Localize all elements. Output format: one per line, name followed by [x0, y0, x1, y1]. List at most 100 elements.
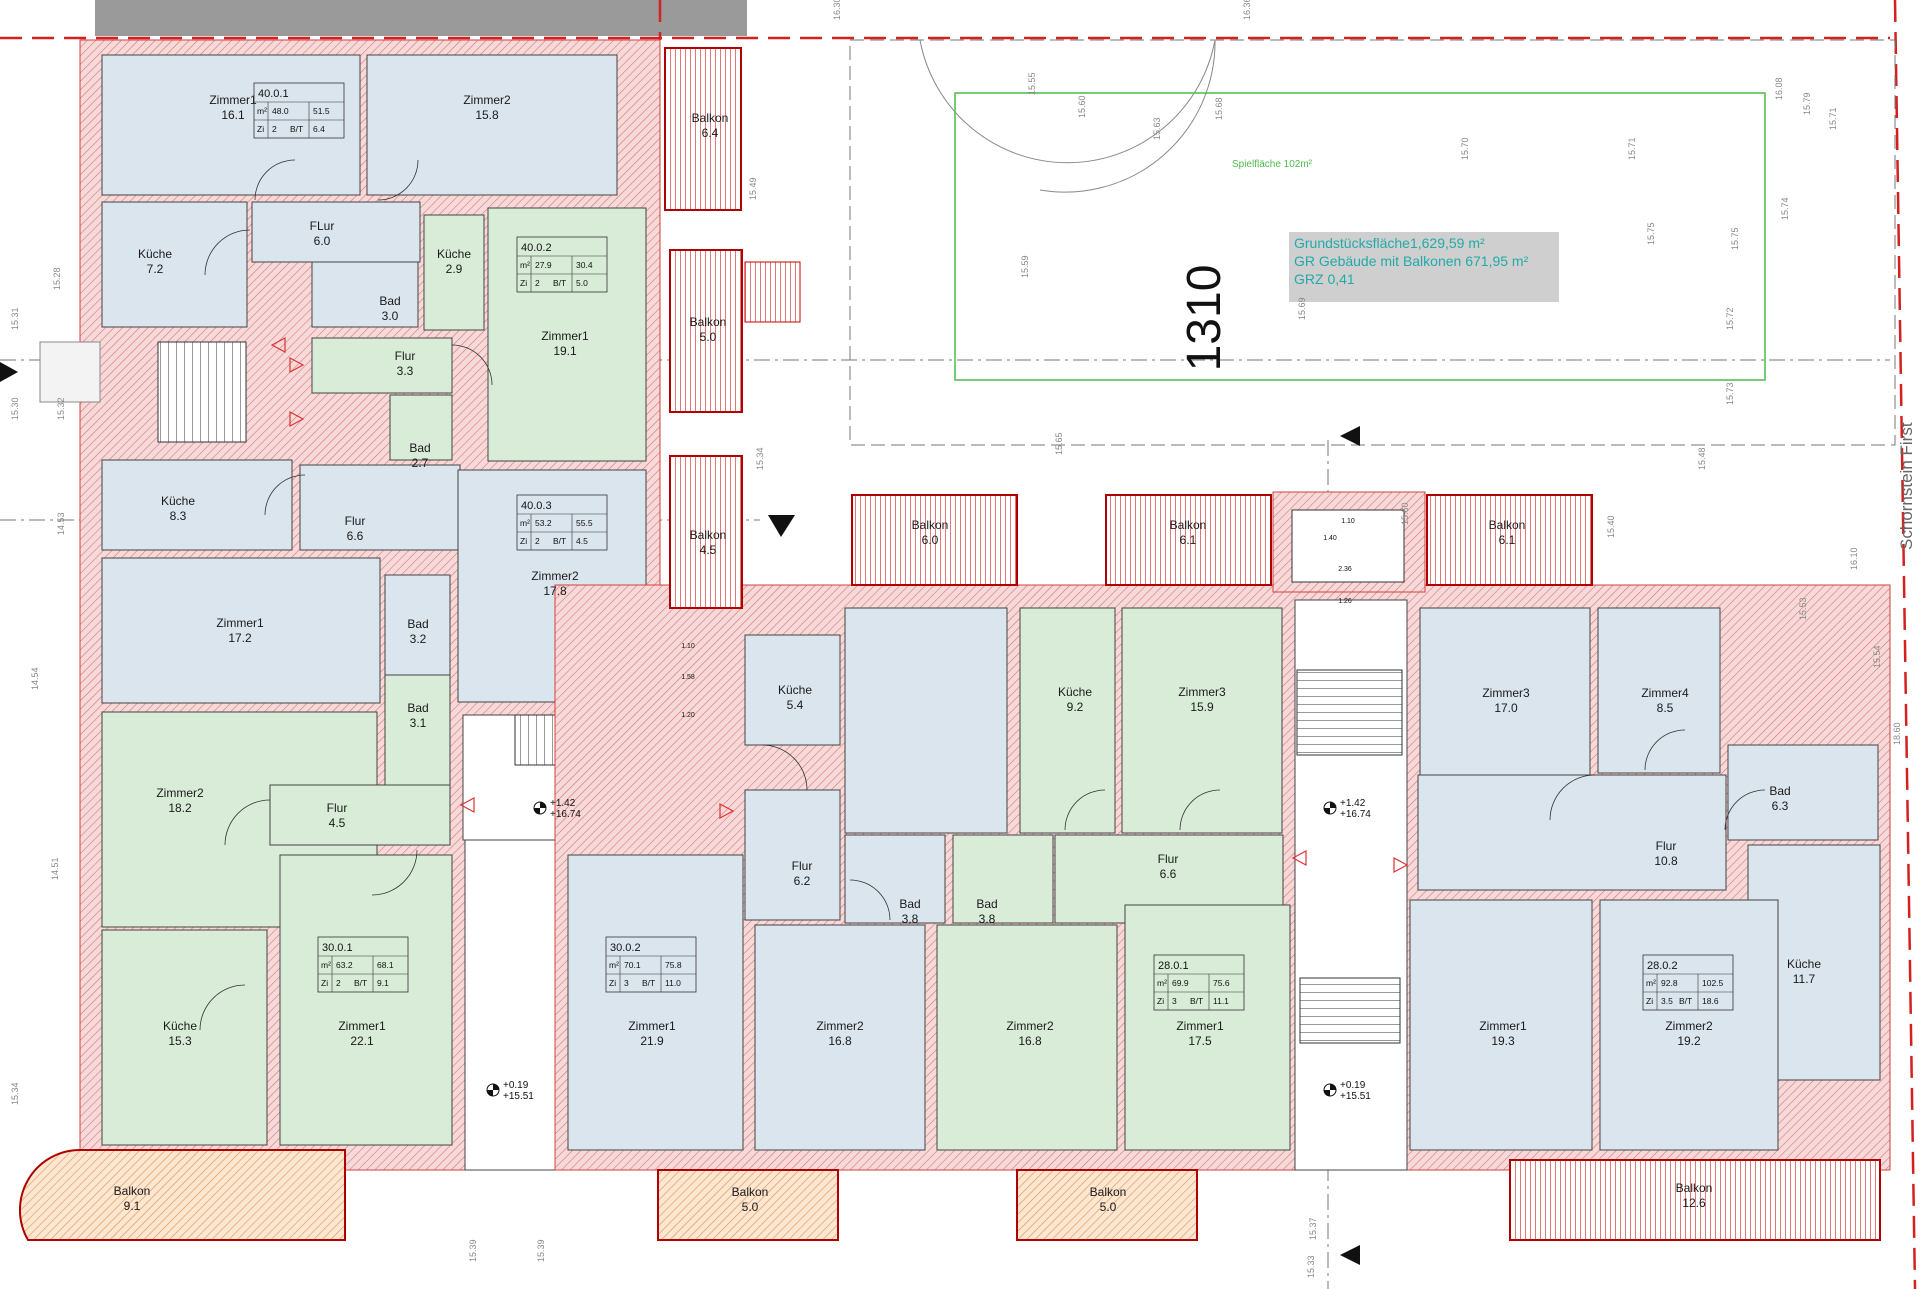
room-label-name: Flur	[1656, 839, 1677, 853]
spot-elevation: 18.60	[1892, 722, 1902, 745]
room-bad-b	[389, 394, 453, 461]
room-label-name: Flur	[345, 514, 366, 528]
balcony-label-area: 4.5	[700, 543, 717, 557]
unit-zi: 3.5	[1661, 996, 1673, 1006]
unit-m2-label: m²	[321, 960, 331, 970]
balcony-label-area: 9.1	[124, 1199, 141, 1213]
room-label-name: Zimmer2	[816, 1019, 864, 1033]
unit-m2-label: m²	[609, 960, 619, 970]
room-label-area: 17.0	[1494, 701, 1518, 715]
balcony-label-area: 5.0	[700, 330, 717, 344]
spot-elevation: 15.49	[748, 177, 758, 200]
spot-elevation: 15.34	[755, 447, 765, 470]
room-label-area: 17.2	[228, 631, 252, 645]
room-bad-g	[1727, 744, 1879, 841]
balcony-label-name: Balkon	[912, 518, 949, 532]
balcony-label-name: Balkon	[1090, 1185, 1127, 1199]
unit-bt: 5.0	[576, 278, 588, 288]
room-label-area: 15.8	[475, 108, 499, 122]
balcony-label-name: Balkon	[1170, 518, 1207, 532]
balcony-label-name: Balkon	[1676, 1181, 1713, 1195]
unit-m2-label: m²	[520, 518, 530, 528]
room-label-name: Küche	[778, 683, 812, 697]
room-kueche-d	[101, 929, 268, 1146]
site-info-line-2: GR Gebäude mit Balkonen 671,95 m²	[1294, 253, 1529, 269]
west-rooms	[101, 54, 647, 1146]
spot-elevation: 16.36	[1242, 0, 1252, 20]
balcony-label-area: 6.1	[1180, 533, 1197, 547]
room-flur-d	[269, 784, 451, 846]
room-kueche-e	[744, 634, 841, 746]
balcony-5	[1105, 494, 1272, 586]
room-zimmer1-g	[1409, 899, 1593, 1151]
room-label-name: Zimmer1	[338, 1019, 386, 1033]
room-label-area: 21.9	[640, 1034, 664, 1048]
room-zimmer3-f	[1121, 607, 1283, 834]
room-zimmer4-g	[1597, 607, 1721, 774]
unit-m2: 53.2	[535, 518, 552, 528]
balcony-label-area: 6.0	[922, 533, 939, 547]
level-markers: +1.42+16.74+1.42+16.74+0.19+15.51+0.19+1…	[486, 798, 1371, 1102]
unit-zi: 2	[336, 978, 341, 988]
room-label-area: 18.2	[168, 801, 192, 815]
elevator-dimension: 2.36	[1338, 566, 1352, 573]
room-kueche-b	[423, 214, 485, 331]
room-bad-e	[844, 834, 946, 924]
spot-elevation: 15.69	[1297, 297, 1307, 320]
room-label-name: Flur	[792, 859, 813, 873]
spot-elevation: 15.48	[1697, 447, 1707, 470]
site-info-line-1: Grundstücksfläche1,629,59 m²	[1294, 235, 1485, 251]
spot-elevation: 15.74	[1780, 197, 1790, 220]
spot-elevation: 15.37	[1308, 1217, 1318, 1240]
spot-elevation: 15.79	[1802, 92, 1812, 115]
balcony-4	[851, 494, 1018, 586]
level-value-b: +16.74	[550, 809, 581, 820]
unit-m2: 92.8	[1661, 978, 1678, 988]
room-label-name: Zimmer2	[156, 786, 204, 800]
elevator-dimension: 1.26	[1338, 598, 1352, 605]
room-label-area: 15.3	[168, 1034, 192, 1048]
balcony-label-name: Balkon	[114, 1184, 151, 1198]
unit-m2-balcony: 102.5	[1702, 978, 1724, 988]
room-label-area: 16.8	[828, 1034, 852, 1048]
room-bad-f	[952, 834, 1054, 924]
room-label-name: Zimmer1	[1479, 1019, 1527, 1033]
unit-bt: 18.6	[1702, 996, 1719, 1006]
playground-label: Spielfläche 102m²	[1232, 159, 1313, 170]
balcony-label-name: Balkon	[692, 111, 729, 125]
unit-zi: 3	[1172, 996, 1177, 1006]
room-label-name: Bad	[409, 441, 430, 455]
level-marker: +1.42+16.74	[1323, 798, 1371, 820]
room-flur-g	[1417, 774, 1727, 891]
unit-m2: 63.2	[336, 960, 353, 970]
unit-id: 40.0.3	[521, 500, 552, 512]
unit-bt-label: B/T	[642, 978, 655, 988]
level-value-b: +15.51	[503, 1091, 534, 1102]
east-stairs-upper	[1296, 669, 1403, 756]
unit-m2: 70.1	[624, 960, 641, 970]
room-label-area: 8.3	[170, 509, 187, 523]
spot-elevation: 15.33	[1306, 1255, 1316, 1278]
balcony-2	[669, 249, 743, 413]
unit-bt: 4.5	[576, 536, 588, 546]
room-label-name: Küche	[437, 247, 471, 261]
unit-bt-label: B/T	[553, 278, 566, 288]
unit-zi-label: Zi	[321, 978, 328, 988]
room-label-name: Bad	[379, 294, 400, 308]
balcony-label-area: 6.4	[702, 126, 719, 140]
room-label-area: 10.8	[1654, 854, 1678, 868]
balcony-stair	[744, 261, 801, 323]
spot-elevation: 16.10	[1849, 547, 1859, 570]
level-value-b: +15.51	[1340, 1091, 1371, 1102]
room-label-name: Zimmer1	[216, 616, 264, 630]
unit-m2: 27.9	[535, 260, 552, 270]
room-label-area: 6.6	[347, 529, 364, 543]
spot-elevation: 15.28	[52, 267, 62, 290]
unit-zi-label: Zi	[1157, 996, 1164, 1006]
